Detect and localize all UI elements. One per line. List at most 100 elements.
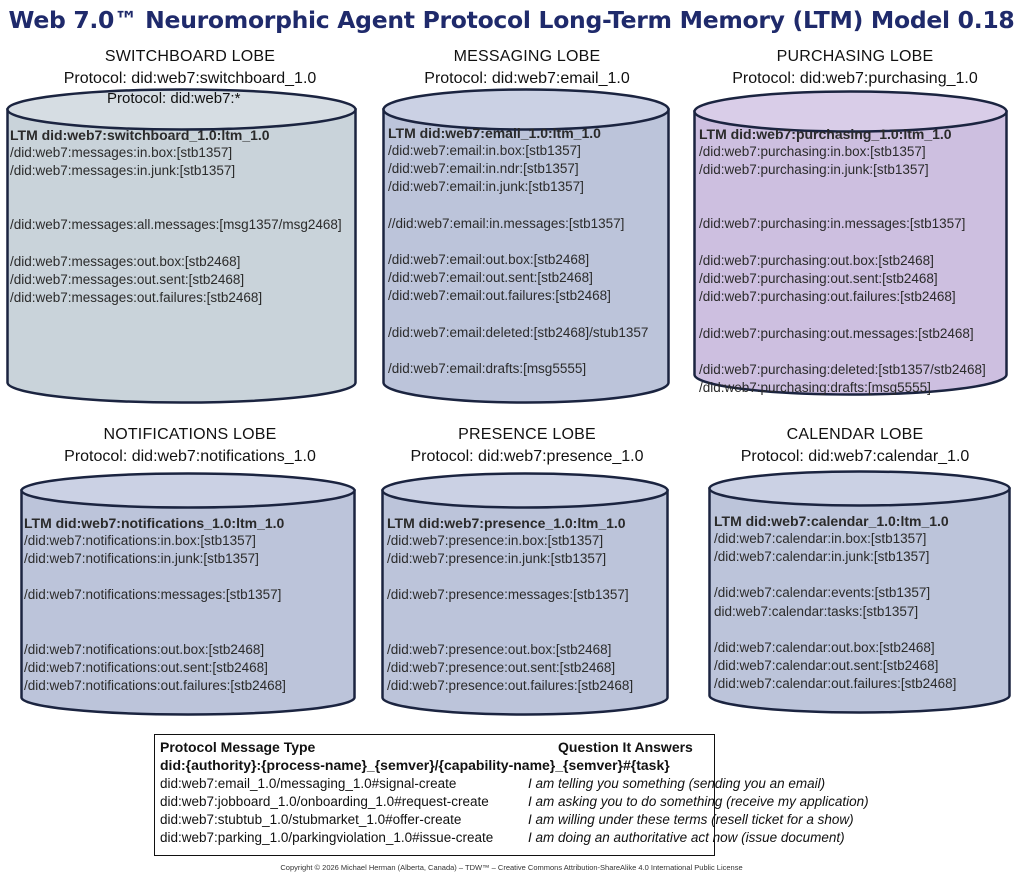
memory-entry: /did:web7:email:out.sent:[stb2468] [388, 270, 593, 286]
ltm-title: LTM did:web7:calendar_1.0:ltm_1.0 [714, 512, 949, 529]
memory-gap [24, 605, 286, 623]
messaging-lobe-header: MESSAGING LOBE Protocol: did:web7:email_… [372, 46, 682, 90]
memory-entry: /did:web7:email:in.ndr:[stb1357] [388, 160, 579, 176]
memory-entry: /did:web7:email:drafts:[msg5555] [388, 361, 587, 377]
memory-entry: /did:web7:purchasing:out.sent:[stb2468] [699, 271, 938, 287]
memory-gap [388, 233, 648, 251]
ltm-memory-list: LTM did:web7:presence_1.0:ltm_1.0/did:we… [387, 514, 633, 696]
diagram-title: Web 7.0™ Neuromorphic Agent Protocol Lon… [8, 6, 1015, 34]
legend-pattern: did:{authority}:{process-name}_{semver}/… [160, 757, 670, 773]
memory-entry: /did:web7:presence:in.junk:[stb1357] [387, 550, 607, 566]
ltm-memory-list: LTM did:web7:calendar_1.0:ltm_1.0/did:we… [714, 512, 956, 694]
ltm-memory-list: LTM did:web7:switchboard_1.0:ltm_1.0/did… [10, 126, 342, 308]
memory-entry: /did:web7:email:in.box:[stb1357] [388, 142, 581, 158]
lobe-name: MESSAGING LOBE [453, 48, 601, 65]
memory-gap [24, 568, 286, 586]
memory-gap [388, 342, 648, 360]
purchasing-lobe-header: PURCHASING LOBE Protocol: did:web7:purch… [700, 46, 1010, 90]
memory-entry: /did:web7:notifications:in.box:[stb1357] [24, 532, 256, 548]
cylinder-body [382, 108, 670, 404]
calendar-lobe-header: CALENDAR LOBE Protocol: did:web7:calenda… [700, 424, 1010, 468]
switchboard-wildcard-protocol: Protocol: did:web7:* [107, 90, 241, 107]
legend-type: did:web7:parking_1.0/parkingviolation_1.… [160, 830, 494, 845]
memory-entry: /did:web7:presence:out.sent:[stb2468] [387, 660, 616, 676]
purchasing-cylinder: LTM did:web7:purchasing_1.0:ltm_1.0/did:… [693, 90, 1008, 396]
memory-entry: /did:web7:purchasing:in.box:[stb1357] [699, 143, 926, 159]
memory-entry: /did:web7:messages:in.box:[stb1357] [10, 144, 233, 160]
memory-entry: /did:web7:email:deleted:[stb2468]/stub13… [388, 324, 649, 340]
memory-entry: /did:web7:presence:in.box:[stb1357] [387, 532, 604, 548]
memory-entry: /did:web7:purchasing:out.box:[stb2468] [699, 252, 934, 268]
memory-entry: /did:web7:notifications:out.box:[stb2468… [24, 641, 265, 657]
memory-entry: /did:web7:messages:out.box:[stb2468] [10, 253, 241, 269]
memory-entry: /did:web7:purchasing:in.junk:[stb1357] [699, 161, 929, 177]
cylinder-shape [20, 472, 356, 716]
cylinder-body [693, 110, 1008, 396]
ltm-title: LTM did:web7:presence_1.0:ltm_1.0 [387, 514, 626, 531]
cylinder-body [6, 108, 357, 404]
memory-gap [699, 197, 986, 215]
legend-col2-header: Question It Answers [558, 739, 693, 755]
memory-entry: /did:web7:calendar:out.box:[stb2468] [714, 639, 935, 655]
cylinder-body [381, 489, 669, 716]
lobe-protocol: Protocol: did:web7:purchasing_1.0 [732, 70, 978, 87]
cylinder-shape [708, 470, 1011, 714]
ltm-memory-list: LTM did:web7:email_1.0:ltm_1.0/did:web7:… [388, 124, 648, 379]
memory-gap [388, 306, 648, 324]
memory-entry: did:web7:calendar:tasks:[stb1357] [714, 603, 919, 619]
memory-entry: /did:web7:purchasing:out.messages:[stb24… [699, 325, 974, 341]
memory-entry: /did:web7:purchasing:in.messages:[stb135… [699, 216, 966, 232]
legend-answer: I am willing under these terms (resell t… [528, 812, 854, 827]
legend-answer: I am asking you to do something (receive… [528, 794, 869, 809]
memory-entry: /did:web7:notifications:messages:[stb135… [24, 587, 282, 603]
switchboard-lobe-header: SWITCHBOARD LOBE Protocol: did:web7:swit… [35, 46, 345, 90]
lobe-protocol: Protocol: did:web7:calendar_1.0 [740, 448, 970, 465]
calendar-cylinder: LTM did:web7:calendar_1.0:ltm_1.0/did:we… [708, 470, 1011, 714]
messaging-cylinder: LTM did:web7:email_1.0:ltm_1.0/did:web7:… [382, 88, 670, 404]
memory-entry: /did:web7:notifications:out.sent:[stb246… [24, 660, 268, 676]
memory-gap [714, 566, 956, 584]
memory-entry: /did:web7:calendar:out.sent:[stb2468] [714, 658, 939, 674]
lobe-protocol: Protocol: did:web7:notifications_1.0 [64, 448, 316, 465]
ltm-title: LTM did:web7:switchboard_1.0:ltm_1.0 [10, 126, 270, 143]
memory-gap [10, 235, 342, 253]
memory-entry: /did:web7:messages:out.sent:[stb2468] [10, 272, 245, 288]
notifications-lobe-header: NOTIFICATIONS LOBE Protocol: did:web7:no… [35, 424, 345, 468]
protocol-legend-table: Protocol Message Type Question It Answer… [154, 734, 869, 856]
lobe-protocol: Protocol: did:web7:email_1.0 [424, 70, 630, 87]
switchboard-cylinder: LTM did:web7:switchboard_1.0:ltm_1.0/did… [6, 88, 357, 404]
memory-entry: /did:web7:purchasing:drafts:[msg5555] [699, 380, 931, 396]
memory-entry: /did:web7:messages:in.junk:[stb1357] [10, 162, 236, 178]
memory-gap [387, 623, 633, 641]
cylinder-top [708, 470, 1011, 507]
memory-entry: /did:web7:email:out.failures:[stb2468] [388, 288, 611, 304]
lobe-name: SWITCHBOARD LOBE [104, 48, 276, 65]
legend-type: did:web7:jobboard_1.0/onboarding_1.0#req… [160, 794, 489, 809]
memory-entry: /did:web7:presence:out.box:[stb2468] [387, 641, 612, 657]
cylinder-top [20, 472, 356, 509]
memory-entry: //did:web7:email:in.messages:[stb1357] [388, 215, 625, 231]
memory-gap [387, 568, 633, 586]
memory-gap [714, 621, 956, 639]
memory-gap [699, 179, 986, 197]
cylinder-shape [6, 88, 357, 404]
presence-lobe-header: PRESENCE LOBE Protocol: did:web7:presenc… [372, 424, 682, 468]
lobe-protocol: Protocol: did:web7:presence_1.0 [410, 448, 644, 465]
ltm-title: LTM did:web7:notifications_1.0:ltm_1.0 [24, 514, 285, 531]
memory-entry: /did:web7:calendar:in.box:[stb1357] [714, 530, 927, 546]
memory-gap [387, 605, 633, 623]
memory-entry: /did:web7:calendar:out.failures:[stb2468… [714, 676, 957, 692]
memory-gap [388, 196, 648, 214]
memory-entry: /did:web7:presence:messages:[stb1357] [387, 587, 629, 603]
memory-gap [10, 198, 342, 216]
memory-entry: /did:web7:notifications:in.junk:[stb1357… [24, 550, 259, 566]
memory-gap [10, 180, 342, 198]
memory-gap [699, 234, 986, 252]
notifications-cylinder: LTM did:web7:notifications_1.0:ltm_1.0/d… [20, 472, 356, 716]
legend-type: did:web7:email_1.0/messaging_1.0#signal-… [160, 776, 457, 791]
memory-entry: /did:web7:calendar:in.junk:[stb1357] [714, 548, 930, 564]
presence-cylinder: LTM did:web7:presence_1.0:ltm_1.0/did:we… [381, 472, 669, 716]
lobe-name: NOTIFICATIONS LOBE [103, 426, 277, 443]
lobe-name: PURCHASING LOBE [776, 48, 934, 65]
cylinder-top [381, 472, 669, 509]
